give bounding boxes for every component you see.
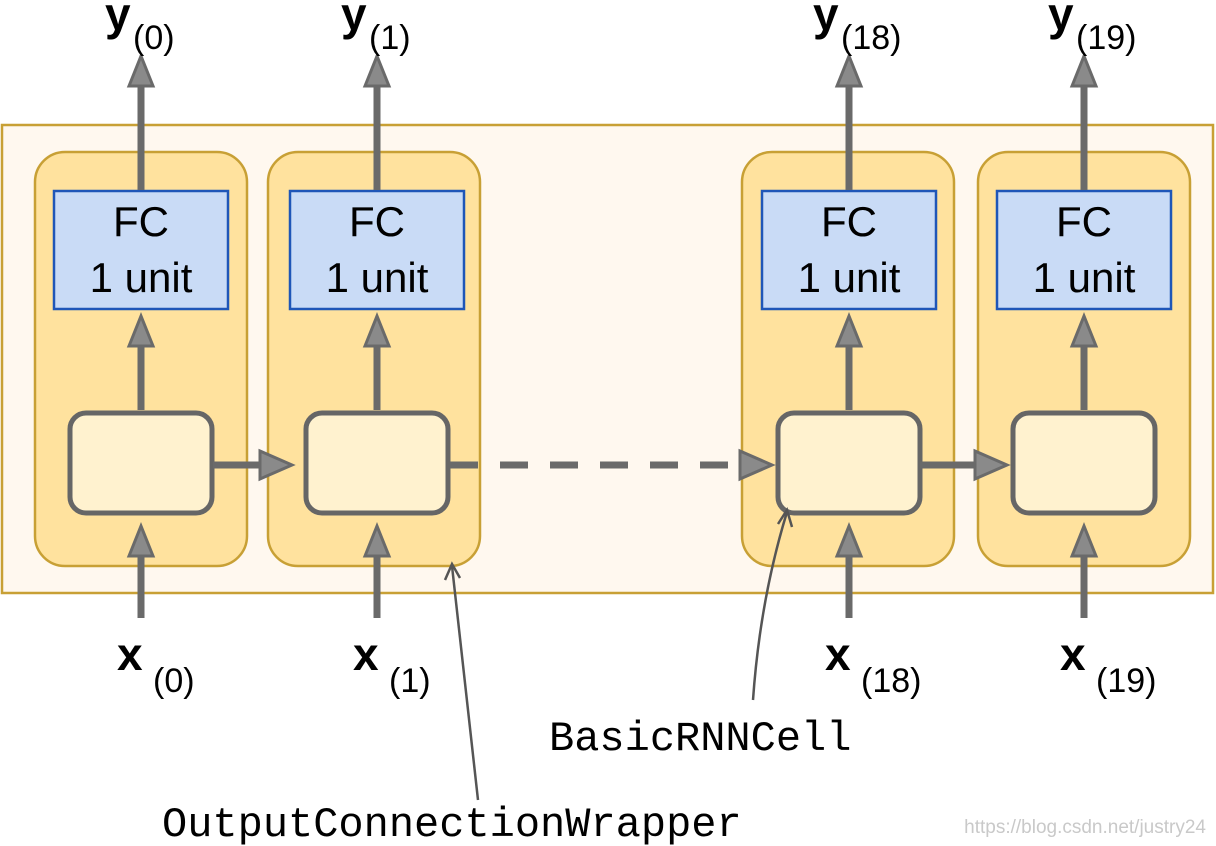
recurrent-arrowhead-0-1 [258,448,296,482]
output-label: y [1048,0,1074,40]
input-label: x [353,628,379,680]
input-to-cell-arrow-head [126,521,156,558]
cell-to-fc-arrow-head [126,311,156,348]
input-subscript: (18) [861,662,921,700]
basic-rnn-cell [67,410,215,516]
input-subscript: (0) [153,662,195,700]
fc-layer-box [52,189,230,311]
basic-cell-pointer [751,511,789,701]
fc-layer-box [995,189,1173,311]
output-subscript: (18) [841,19,901,57]
output-label: y [813,0,839,40]
output-subscript: (1) [369,19,411,57]
basic-cell-pointer-head [776,507,794,528]
input-subscript: (19) [1096,662,1156,700]
input-label: x [117,628,143,680]
output-label: y [105,0,131,40]
recurrent-arrowhead-1-18 [738,448,776,482]
fc-to-output-arrow-head [1069,51,1099,88]
cell-to-fc-arrow-head [834,311,864,348]
fc-label: FC [349,198,405,245]
fc-units-label: 1 unit [1033,254,1136,301]
recurrent-connections [213,448,1011,482]
fc-label: FC [113,198,169,245]
fc-to-output-arrow-head [126,51,156,88]
fc-to-output-arrow-head [362,51,392,88]
fc-layer-box [760,189,938,311]
output-connection-wrapper-label: OutputConnectionWrapper [162,801,742,846]
input-to-cell-arrow-head [834,521,864,558]
basic-rnn-cell [303,410,451,516]
output-subscript: (19) [1076,19,1136,57]
wrapper-pointer-head [443,561,462,581]
input-subscript: (1) [389,662,431,700]
fc-layer-box [288,189,466,311]
fc-label: FC [1056,198,1112,245]
cell-to-fc-arrow-head [1069,311,1099,348]
input-label: x [1060,628,1086,680]
fc-label: FC [821,198,877,245]
basic-rnn-cell [1010,410,1158,516]
fc-units-label: 1 unit [798,254,901,301]
input-label: x [825,628,851,680]
fc-to-output-arrow-head [834,51,864,88]
output-label: y [341,0,367,40]
recurrent-arrowhead-18-19 [973,448,1011,482]
output-subscript: (0) [133,19,175,57]
input-to-cell-arrow-head [362,521,392,558]
fc-units-label: 1 unit [90,254,193,301]
basic-rnn-cell [775,410,923,516]
watermark-text: https://blog.csdn.net/justry24 [964,817,1206,838]
basic-rnn-cell-label: BasicRNNCell [549,715,851,763]
cell-to-fc-arrow-head [362,311,392,348]
input-to-cell-arrow-head [1069,521,1099,558]
fc-units-label: 1 unit [326,254,429,301]
wrapper-pointer [450,565,480,801]
